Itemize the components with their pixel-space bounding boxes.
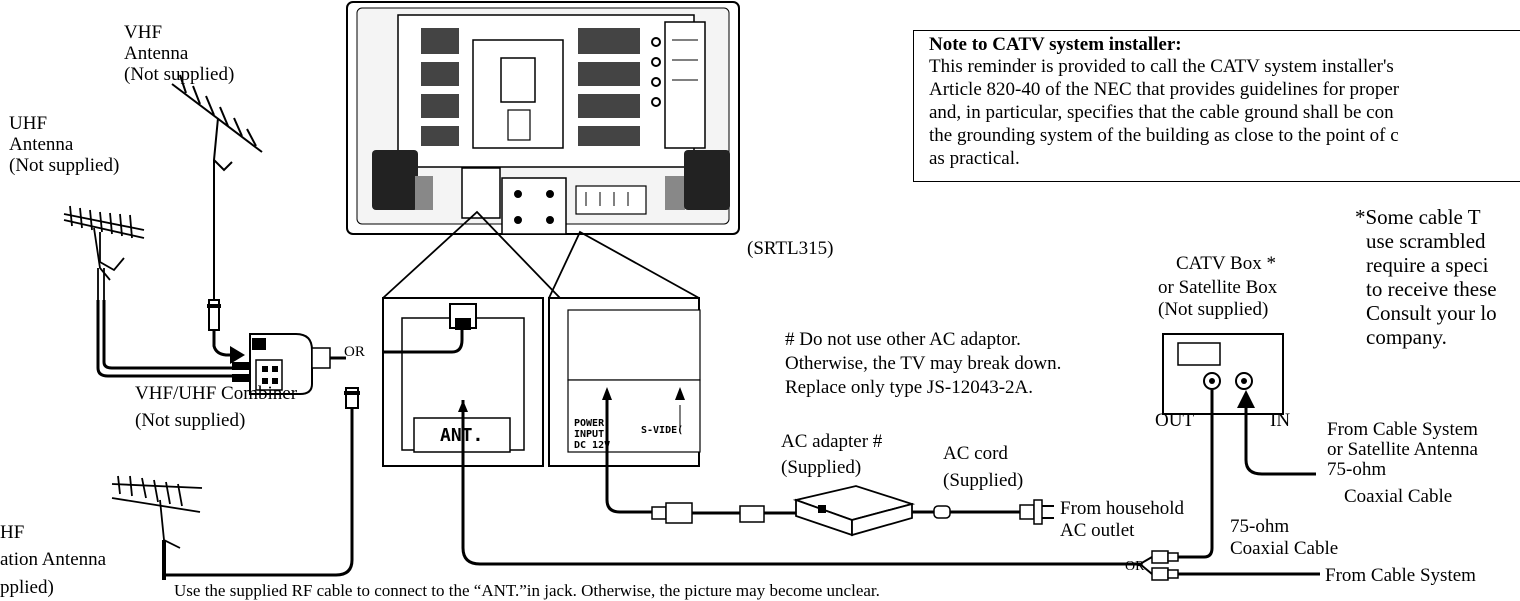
footer-note: Use the supplied RF cable to connect to …	[174, 581, 880, 600]
household-outlet-label-1: From household	[1060, 498, 1185, 519]
combination-antenna-label-3: pplied)	[0, 577, 54, 598]
coax-middle-2: Coaxial Cable	[1230, 538, 1339, 559]
uhf-antenna	[63, 205, 145, 300]
from-cable-satellite-2: or Satellite Antenna	[1327, 439, 1478, 460]
vhf-antenna-label-1: VHF	[124, 22, 163, 43]
from-cable-satellite-3: 75-ohm	[1327, 459, 1387, 480]
ac-adapter-box	[792, 485, 916, 537]
or-connectors	[1139, 550, 1179, 581]
rf-cable	[461, 400, 1140, 566]
power-jack-label-2: INPUT	[574, 429, 605, 440]
from-cable-satellite-4: Coaxial Cable	[1344, 486, 1453, 507]
catv-in-label: IN	[1270, 410, 1291, 431]
tv-model-label: (SRTL315)	[747, 238, 834, 259]
ac-adapter-label-1: AC adapter #	[781, 431, 883, 452]
installer-note-line-4: the grounding system of the building as …	[929, 125, 1399, 146]
combination-cable	[164, 408, 354, 577]
scrambled-note-5: Consult your lo	[1366, 301, 1497, 325]
scrambled-note-4: to receive these	[1366, 277, 1497, 301]
vhf-antenna-label-2: Antenna	[124, 43, 189, 64]
ac-plug	[1019, 499, 1054, 525]
from-cable-satellite-1: From Cable System	[1327, 419, 1478, 440]
tv-rear-panel	[346, 1, 740, 235]
power-jack-callout	[548, 230, 701, 467]
catv-box-label-1: CATV Box *	[1176, 253, 1276, 274]
power-jack-label-3: DC 12V	[574, 440, 611, 451]
scrambled-note-3: require a speci	[1366, 253, 1489, 277]
combination-antenna	[111, 475, 203, 580]
installer-note-box	[913, 30, 1520, 182]
catv-out-label: OUT	[1155, 410, 1195, 431]
uhf-antenna-label-2: Antenna	[9, 134, 74, 155]
uhf-antenna-label-3: (Not supplied)	[9, 155, 120, 176]
from-cable-bottom: From Cable System	[1325, 565, 1476, 586]
scrambled-note-1: *Some cable T	[1355, 205, 1481, 229]
ac-cord-label-2: (Supplied)	[943, 470, 1024, 491]
or-label-right: OR	[1125, 559, 1145, 574]
scrambled-note-6: company.	[1366, 325, 1447, 349]
adaptor-warning-3: Replace only type JS-12043-2A.	[785, 377, 1034, 398]
installer-note-line-5: as practical.	[929, 148, 1020, 169]
adaptor-warning-1: # Do not use other AC adaptor.	[785, 329, 1021, 350]
installer-note-title: Note to CATV system installer:	[929, 34, 1182, 55]
coax-middle-1: 75-ohm	[1230, 516, 1290, 537]
catv-box-label-2: or Satellite Box	[1158, 277, 1278, 298]
uhf-antenna-label-1: UHF	[9, 113, 48, 134]
ant-jack-label: ANT.	[440, 425, 484, 446]
household-outlet-label-2: AC outlet	[1060, 520, 1135, 541]
dc-cable	[605, 400, 652, 514]
combiner-label-2: (Not supplied)	[135, 410, 246, 431]
adaptor-warning-2: Otherwise, the TV may break down.	[785, 353, 1062, 374]
ant-cable-top	[382, 328, 464, 354]
combiner-label-1: VHF/UHF Combiner	[135, 383, 298, 404]
or-label-left: OR	[344, 344, 365, 360]
catv-box	[1162, 333, 1284, 415]
svideo-jack-label: S-VIDE(	[641, 425, 684, 436]
installer-note-line-3: and, in particular, specifies that the c…	[929, 102, 1394, 123]
vhf-antenna-label-3: (Not supplied)	[124, 64, 235, 85]
vhf-arrow	[212, 330, 232, 357]
ac-cord-label-1: AC cord	[943, 443, 1008, 464]
combination-antenna-label-2: ation Antenna	[0, 549, 107, 570]
combination-antenna-label-1: HF	[0, 522, 25, 543]
scrambled-note-2: use scrambled	[1366, 229, 1486, 253]
installer-note-line-1: This reminder is provided to call the CA…	[929, 56, 1394, 77]
power-jack-label-1: POWER	[574, 418, 605, 429]
vhf-uhf-combiner	[249, 333, 331, 395]
dc-plug	[651, 502, 693, 524]
installer-note-line-2: Article 820-40 of the NEC that provides …	[929, 79, 1400, 100]
ac-adapter-label-2: (Supplied)	[781, 457, 862, 478]
vhf-antenna	[171, 74, 263, 331]
catv-box-label-3: (Not supplied)	[1158, 299, 1269, 320]
